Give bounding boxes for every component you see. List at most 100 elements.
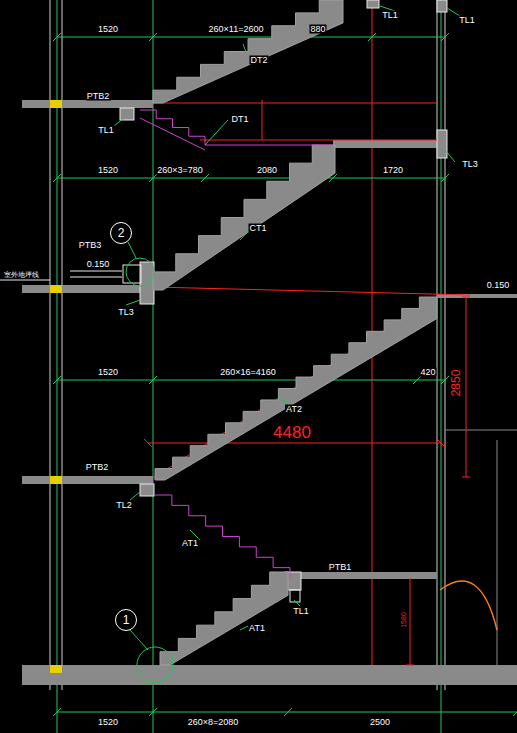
- dimension-tick: [149, 376, 157, 384]
- dimension-line: [410, 578, 411, 665]
- dimension-tick: [413, 376, 421, 384]
- note: 室外地坪线: [3, 271, 40, 278]
- beam: [120, 108, 134, 120]
- beam-name: TL1: [292, 607, 310, 616]
- beam: [437, 130, 447, 158]
- detail-circle: [137, 647, 173, 683]
- beam-name: TL1: [458, 16, 476, 25]
- wall-column: [50, 285, 62, 293]
- beam-name: TL3: [461, 160, 479, 169]
- dimension-line: [148, 443, 441, 444]
- callout-number: 2: [118, 227, 125, 239]
- callout-circle: 2: [110, 222, 132, 244]
- landing-slab: [22, 285, 153, 293]
- hidden-stair: [140, 118, 205, 150]
- dimension-tick: [284, 708, 292, 716]
- dimension: 1520: [97, 368, 119, 377]
- dimension-tick: [53, 708, 61, 716]
- dimension: 2850: [450, 369, 462, 398]
- leader-line: [126, 300, 140, 305]
- level-mark: [70, 277, 122, 278]
- dimension: 1520: [97, 166, 119, 175]
- flight-name: DT1: [230, 115, 249, 124]
- slab-name: PTB3: [78, 241, 103, 250]
- leader-line: [114, 118, 124, 126]
- callout-number: 1: [123, 614, 130, 626]
- leader-line: [205, 120, 228, 145]
- flight-name: AT2: [285, 405, 303, 414]
- wall-line: [497, 440, 498, 665]
- dimension: 420: [419, 368, 436, 377]
- dimension: 1520: [97, 25, 119, 34]
- axis-line: [441, 0, 442, 733]
- leader-line: [445, 150, 455, 162]
- beam: [437, 0, 447, 12]
- level-line: [200, 140, 437, 141]
- dimension-tick: [53, 33, 61, 41]
- ground-slab: [22, 665, 517, 685]
- wall-column: [50, 100, 62, 108]
- dimension: 1520: [97, 718, 119, 727]
- beam-name: TL2: [115, 501, 133, 510]
- level-line: [262, 100, 263, 140]
- dimension-tick: [441, 33, 449, 41]
- dimension: 260×16=4160: [219, 368, 277, 377]
- slab-name: PTB2: [86, 92, 111, 101]
- callout-circle: 1: [115, 609, 137, 631]
- hidden-stair: [155, 495, 290, 578]
- dimension-tick: [144, 439, 152, 447]
- leader-line: [130, 492, 140, 500]
- dimension-tick: [441, 376, 449, 384]
- stair-flight: [153, 0, 343, 103]
- dimension-tick: [437, 439, 445, 447]
- level-line: [153, 287, 470, 295]
- dimension-tick: [149, 174, 157, 182]
- dimension-tick: [201, 174, 209, 182]
- dimension-tick: [53, 174, 61, 182]
- dimension: 1580: [400, 611, 407, 629]
- wall-line: [445, 430, 517, 431]
- leader-line: [243, 44, 246, 52]
- level-mark: [0, 280, 50, 281]
- dimension: 260×3=780: [156, 166, 204, 175]
- wall-column: [50, 665, 62, 673]
- level-value: 0.150: [86, 260, 111, 269]
- flight-name: AT1: [181, 539, 199, 548]
- dimension: 2080: [256, 166, 278, 175]
- beam: [367, 0, 379, 8]
- slab-name: PTB2: [85, 463, 110, 472]
- dimension: 880: [309, 25, 326, 34]
- dimension-tick: [149, 33, 157, 41]
- beam-outline: [290, 590, 300, 602]
- flight-name: AT1: [248, 624, 266, 633]
- landing-slab: [22, 100, 153, 108]
- leader-line: [130, 630, 148, 650]
- landing-slab: [285, 572, 437, 579]
- dimension-line: [57, 380, 445, 381]
- stair-flight: [155, 297, 437, 480]
- dimension: 4480: [272, 424, 312, 441]
- dimension-line: [466, 297, 467, 477]
- dimension-tick: [53, 376, 61, 384]
- dimension-tick: [462, 477, 470, 478]
- dimension-tick: [406, 665, 414, 666]
- leader-line: [128, 242, 136, 258]
- beam-name: TL1: [97, 126, 115, 135]
- dimension-line: [57, 37, 445, 38]
- beam: [140, 262, 154, 304]
- dimension-tick: [462, 297, 470, 298]
- door-swing: [440, 581, 497, 630]
- slab-name: PTB1: [328, 563, 353, 572]
- dimension: 1720: [382, 166, 404, 175]
- dimension-tick: [513, 708, 517, 716]
- wall-column: [50, 476, 62, 484]
- dimension-tick: [149, 708, 157, 716]
- stair-flight: [160, 572, 288, 665]
- beam-name: TL3: [117, 308, 135, 317]
- level-value: 0.150: [486, 281, 511, 290]
- dimension-tick: [368, 33, 376, 41]
- landing-slab: [22, 476, 153, 484]
- beam-name: TL1: [381, 11, 399, 20]
- beam: [140, 484, 154, 496]
